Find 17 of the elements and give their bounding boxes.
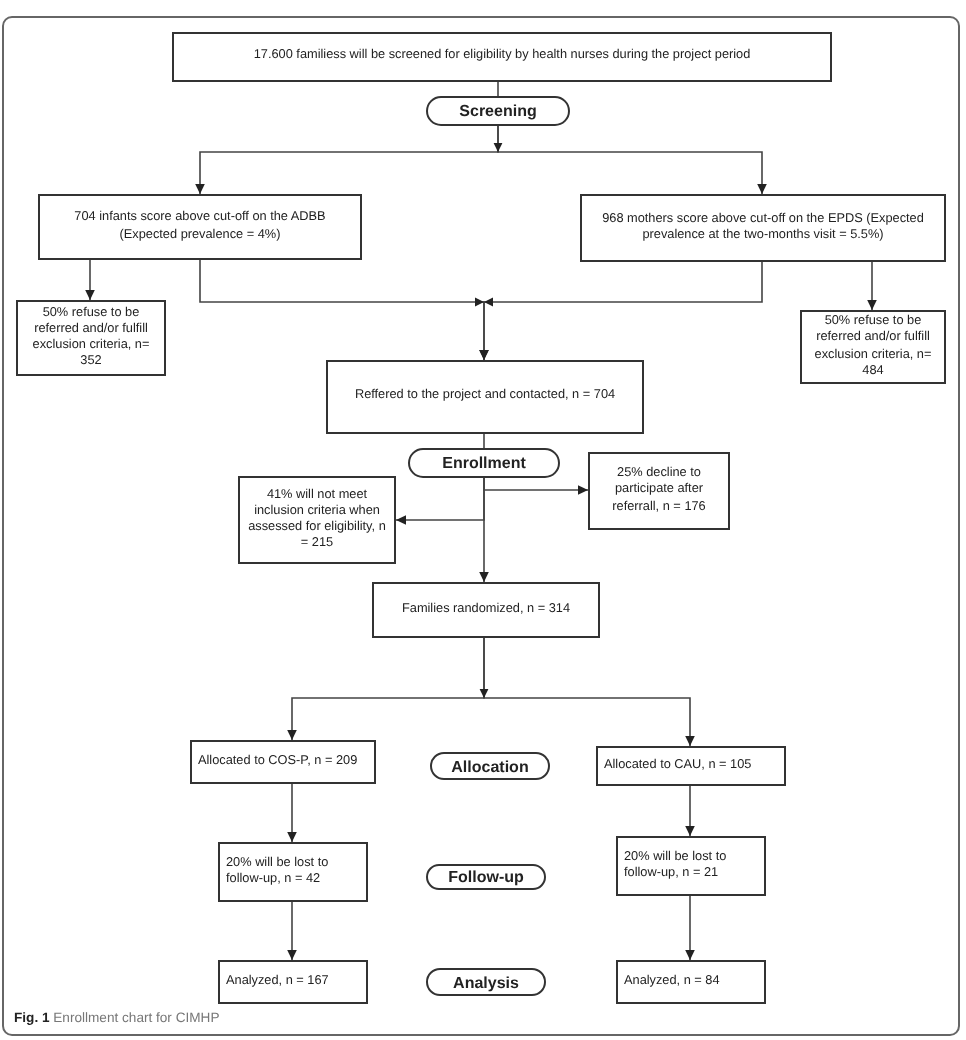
arrow: [287, 783, 297, 843]
arrow: [497, 125, 767, 195]
arrow: [479, 477, 489, 583]
stage-label: Analysis: [426, 968, 546, 996]
connector-line: [497, 81, 499, 97]
connector-line: [483, 433, 485, 449]
arrow: [287, 901, 297, 961]
stage-label: Enrollment: [408, 448, 560, 478]
arrow: [867, 261, 877, 311]
arrow: [685, 895, 695, 961]
arrow: [479, 261, 763, 361]
arrow: [483, 637, 695, 747]
arrow: [85, 259, 95, 301]
stage-label: Screening: [426, 96, 570, 126]
arrow: [685, 785, 695, 837]
stage-label: Follow-up: [426, 864, 546, 890]
stage-label: Allocation: [430, 752, 550, 780]
